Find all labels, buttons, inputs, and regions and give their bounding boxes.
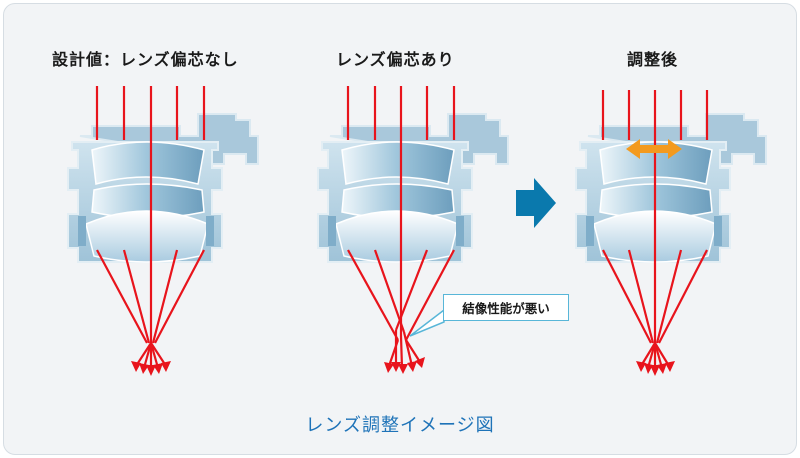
rays-decentered xyxy=(346,86,456,369)
panel-title-adjusted: 調整後 xyxy=(627,50,679,69)
panel-title-decentered: レンズ偏芯あり xyxy=(336,50,455,69)
ray-arrowheads-design xyxy=(131,361,171,376)
panel-title-design: 設計値：レンズ偏芯なし xyxy=(52,50,239,69)
lens-assembly-adjusted xyxy=(575,113,767,263)
rays-adjusted xyxy=(601,90,709,370)
ray-arrowheads-adjusted xyxy=(636,361,675,376)
rays-design xyxy=(95,86,206,370)
next-arrow-icon xyxy=(516,178,556,228)
figure-caption: レンズ調整イメージ図 xyxy=(305,415,495,436)
ray-arrowheads-decentered xyxy=(384,357,425,374)
callout-poor-imaging: 結像性能が悪い xyxy=(443,294,569,321)
lens-assembly-decentered xyxy=(317,113,509,263)
adjust-double-arrow-icon xyxy=(626,139,682,159)
